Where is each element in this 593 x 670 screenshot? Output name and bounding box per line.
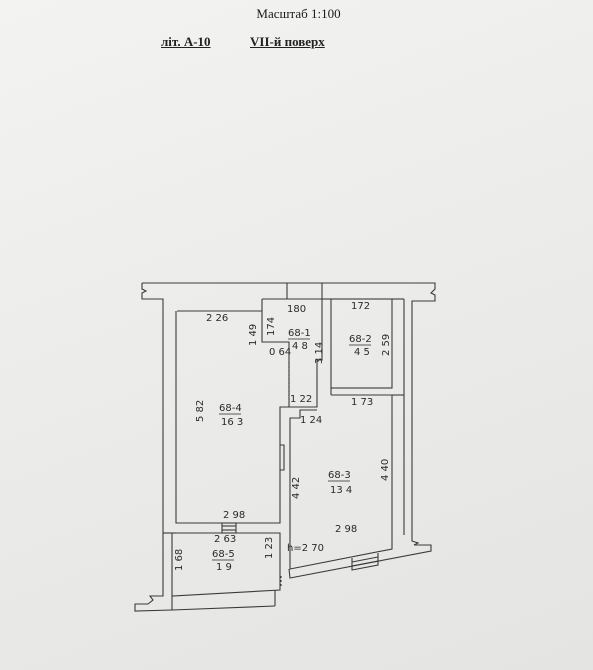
dim-263: 2 63 xyxy=(214,534,236,545)
room-68-2-label: 68-2 4 5 xyxy=(349,334,372,358)
svg-text:16 3: 16 3 xyxy=(221,417,243,428)
ceiling-height: h=2 70 xyxy=(287,543,324,554)
dim-174: 174 xyxy=(266,317,277,336)
dim-582: 5 82 xyxy=(195,400,206,422)
scale-label: Масштаб 1:100 xyxy=(256,6,341,21)
dim-149: 1 49 xyxy=(248,324,259,346)
dim-440: 4 40 xyxy=(380,459,391,481)
svg-text:4 8: 4 8 xyxy=(292,341,308,352)
dim-180: 180 xyxy=(287,304,306,315)
floor-label: VII-й поверх xyxy=(250,34,325,49)
door-68-4-68-5 xyxy=(221,522,237,534)
room-68-1-outline xyxy=(262,298,323,408)
svg-text:4 5: 4 5 xyxy=(354,347,370,358)
svg-text:68-2: 68-2 xyxy=(349,334,372,345)
room-68-3-label: 68-3 13 4 xyxy=(328,470,352,496)
svg-text:68-4: 68-4 xyxy=(219,403,242,414)
svg-text:68-3: 68-3 xyxy=(328,470,351,481)
dim-298-lower: 2 98 xyxy=(335,524,357,535)
dim-259: 2 59 xyxy=(381,334,392,356)
drawing-header: Масштаб 1:100 літ. А-10 VII-й поверх xyxy=(0,0,593,60)
svg-text:68-1: 68-1 xyxy=(288,328,311,339)
room-68-3-outline xyxy=(289,394,393,570)
liter-label: літ. А-10 xyxy=(161,34,211,49)
outer-wall-top-right xyxy=(142,282,436,579)
dim-124: 1 24 xyxy=(300,415,322,426)
entrance-door xyxy=(351,553,379,571)
dim-173: 1 73 xyxy=(351,397,373,408)
dim-442: 4 42 xyxy=(291,477,302,499)
room-68-5-label: 68-5 1 9 xyxy=(212,549,235,573)
dim-064: 0 64 xyxy=(269,347,291,358)
dim-298-upper: 2 98 xyxy=(223,510,245,521)
outer-wall-top xyxy=(134,283,173,612)
dim-122: 1 22 xyxy=(290,394,312,405)
dim-314: 3 14 xyxy=(314,342,325,364)
room-68-1-label: 68-1 4 8 xyxy=(288,328,311,352)
dim-226: 2 26 xyxy=(206,313,228,324)
svg-text:13 4: 13 4 xyxy=(330,485,352,496)
room-68-2-outline xyxy=(330,298,393,389)
dim-172: 172 xyxy=(351,301,370,312)
dim-168: 1 68 xyxy=(174,549,185,571)
dim-123: 1 23 xyxy=(264,537,275,559)
room-68-4-label: 68-4 16 3 xyxy=(219,403,243,428)
svg-text:68-5: 68-5 xyxy=(212,549,235,560)
svg-text:1 9: 1 9 xyxy=(216,562,232,573)
room-68-5-outline xyxy=(171,532,281,597)
